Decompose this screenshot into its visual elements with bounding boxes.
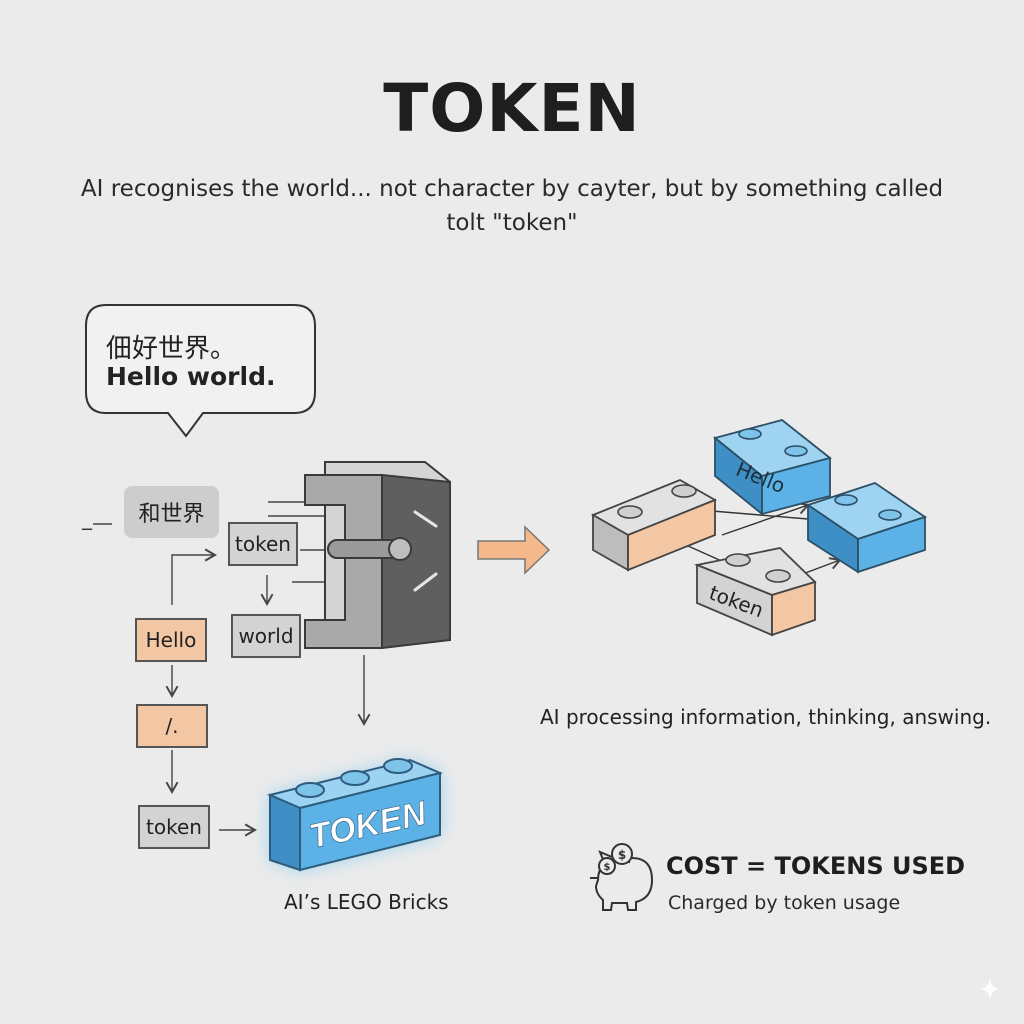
flow-connectors bbox=[93, 501, 371, 837]
machine-icon bbox=[304, 461, 451, 650]
brick-network: Hello token bbox=[590, 419, 928, 637]
network-brick-orange bbox=[590, 479, 718, 572]
subtitle-line-2: tolt "token" bbox=[446, 210, 578, 236]
coin-icon: $ $ bbox=[598, 843, 633, 875]
cost-subtitle: Charged by token usage bbox=[668, 892, 901, 914]
speech-bubble-line-1: 佃好世界。 bbox=[106, 334, 237, 364]
svg-text:$: $ bbox=[604, 862, 611, 873]
token-tile-bottom: token bbox=[138, 805, 210, 849]
hello-tile: Hello bbox=[135, 618, 207, 662]
token-brick: TOKEN bbox=[266, 758, 444, 872]
network-brick-blue bbox=[805, 482, 928, 574]
page-title: TOKEN bbox=[383, 70, 641, 147]
svg-text:$: $ bbox=[618, 848, 626, 862]
processing-caption: AI processing information, thinking, ans… bbox=[540, 705, 992, 729]
arrow-right-icon bbox=[477, 525, 551, 575]
sparkle-icon bbox=[980, 978, 1000, 1000]
lego-caption: AI’s LEGO Bricks bbox=[284, 890, 449, 914]
world-tile: world bbox=[231, 614, 301, 658]
slash-tile: /. bbox=[136, 704, 208, 748]
input-chip: 和世界 bbox=[124, 486, 219, 538]
token-tile-top: token bbox=[228, 522, 298, 566]
subtitle: AI recognises the world... not character… bbox=[62, 172, 962, 240]
speech-bubble-line-2: Hello world. bbox=[106, 362, 276, 391]
network-brick-hello: Hello bbox=[713, 419, 832, 516]
dash-mark: _ bbox=[82, 506, 92, 530]
speech-bubble bbox=[85, 304, 316, 438]
cost-title: COST = TOKENS USED bbox=[666, 852, 966, 880]
subtitle-line-1: AI recognises the world... not character… bbox=[80, 176, 944, 202]
network-brick-token: token bbox=[693, 547, 817, 637]
